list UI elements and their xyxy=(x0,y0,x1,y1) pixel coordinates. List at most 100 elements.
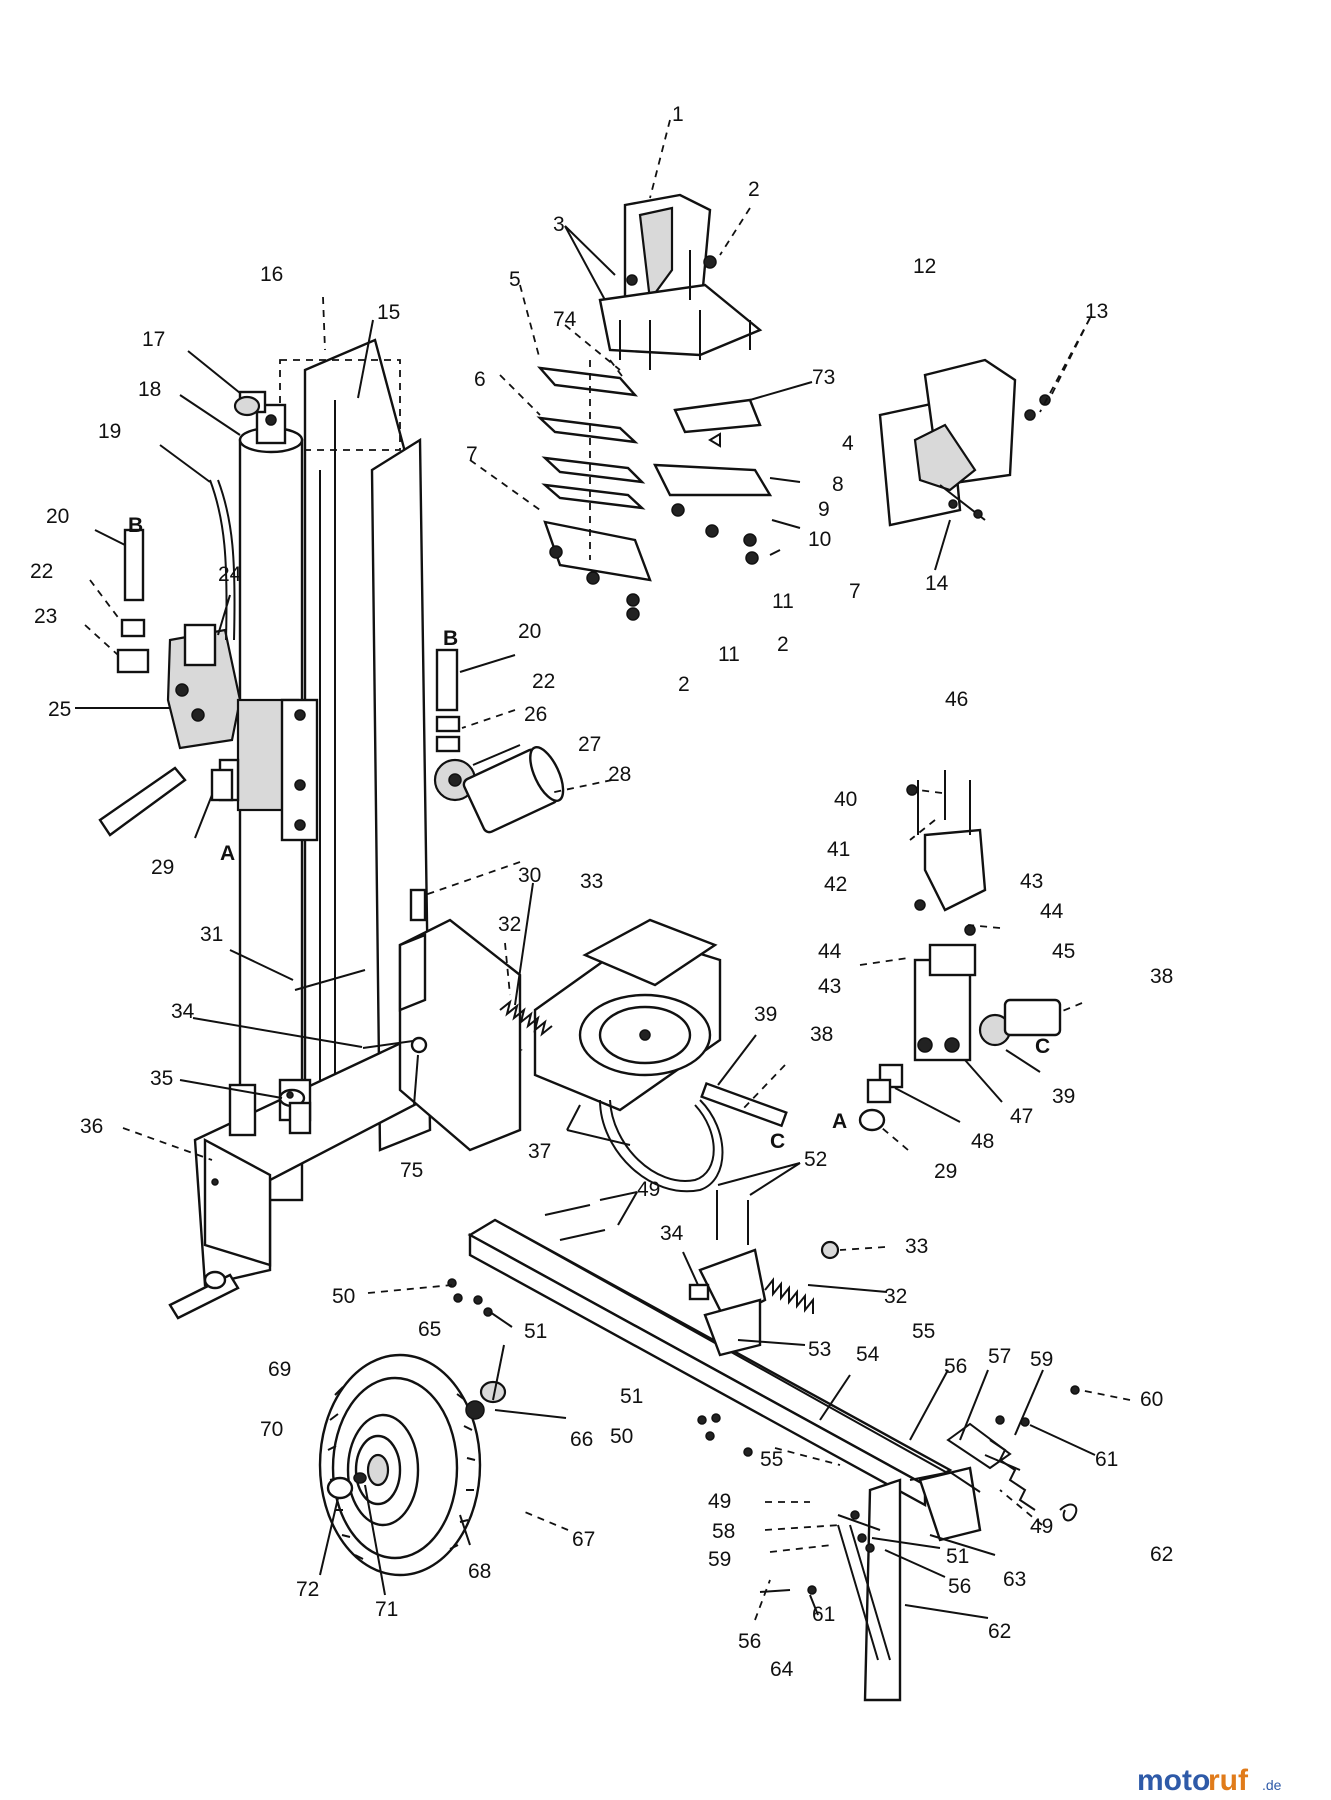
label-18: 18 xyxy=(138,378,161,401)
hose-c xyxy=(700,1081,788,1128)
label-49c: 49 xyxy=(1030,1515,1053,1538)
label-66: 66 xyxy=(570,1428,593,1451)
label-59b: 59 xyxy=(708,1548,731,1571)
label-27: 27 xyxy=(578,733,601,756)
label-44a: 44 xyxy=(1040,900,1064,923)
label-49a: 49 xyxy=(637,1178,660,1201)
label-50a: 50 xyxy=(332,1285,355,1308)
label-38b: 38 xyxy=(1150,965,1173,988)
letter-c-left: C xyxy=(770,1130,785,1153)
letter-c-right: C xyxy=(1035,1035,1050,1058)
label-16: 16 xyxy=(260,263,283,286)
watermark-orange: ruf xyxy=(1208,1764,1249,1797)
stripper-plates xyxy=(878,358,1051,527)
label-63: 63 xyxy=(1003,1568,1026,1591)
label-13: 13 xyxy=(1085,300,1108,323)
tongue-bolts xyxy=(447,1190,753,1457)
label-48: 48 xyxy=(971,1130,994,1153)
label-46: 46 xyxy=(945,688,968,711)
label-15: 15 xyxy=(377,301,400,324)
label-64: 64 xyxy=(770,1658,794,1681)
label-32b: 32 xyxy=(884,1285,907,1308)
label-30: 30 xyxy=(518,864,541,887)
label-70: 70 xyxy=(260,1418,283,1441)
label-75: 75 xyxy=(400,1159,423,1182)
slide-plates xyxy=(536,359,652,621)
label-17: 17 xyxy=(142,328,165,351)
label-39b: 39 xyxy=(1052,1085,1075,1108)
label-10: 10 xyxy=(808,528,831,551)
label-32a: 32 xyxy=(498,913,521,936)
label-73: 73 xyxy=(812,366,835,389)
part-number-labels: 1 2 3 5 74 6 7 73 4 8 9 10 7 11 11 2 2 1… xyxy=(30,103,1173,1681)
label-28: 28 xyxy=(608,763,631,786)
label-55a: 55 xyxy=(912,1320,935,1343)
letter-a-left: A xyxy=(220,842,235,865)
label-8: 8 xyxy=(832,473,844,496)
label-3: 3 xyxy=(553,213,565,236)
label-36: 36 xyxy=(80,1115,103,1138)
wedge-assembly xyxy=(598,193,763,370)
label-59a: 59 xyxy=(1030,1348,1053,1371)
label-9: 9 xyxy=(818,498,830,521)
label-44b: 44 xyxy=(818,940,842,963)
base-plate xyxy=(533,918,724,1193)
label-35: 35 xyxy=(150,1067,173,1090)
letter-b-left: B xyxy=(128,514,143,537)
label-71: 71 xyxy=(375,1598,398,1621)
filter-assembly xyxy=(433,648,565,834)
label-61b: 61 xyxy=(812,1603,835,1626)
label-2b: 2 xyxy=(777,633,789,656)
hoses-left xyxy=(116,528,234,802)
label-38a: 38 xyxy=(810,1023,833,1046)
letter-a-right: A xyxy=(832,1110,847,1133)
label-58: 58 xyxy=(712,1520,735,1543)
label-11b: 11 xyxy=(718,643,740,666)
leader-lines xyxy=(75,119,1131,1621)
label-53: 53 xyxy=(808,1338,831,1361)
label-7b: 7 xyxy=(849,580,861,603)
label-33a: 33 xyxy=(580,870,603,893)
label-54: 54 xyxy=(856,1343,880,1366)
base-frame xyxy=(168,918,523,1320)
label-47: 47 xyxy=(1010,1105,1033,1128)
rods-left xyxy=(288,888,428,1135)
label-22a: 22 xyxy=(30,560,53,583)
label-33b: 33 xyxy=(905,1235,928,1258)
label-57: 57 xyxy=(988,1345,1011,1368)
label-69: 69 xyxy=(268,1358,291,1381)
label-34b: 34 xyxy=(660,1222,684,1245)
label-56c: 56 xyxy=(738,1630,761,1653)
label-39a: 39 xyxy=(754,1003,777,1026)
label-26: 26 xyxy=(524,703,547,726)
label-51a: 51 xyxy=(524,1320,547,1343)
watermark-logo: moto ruf .de xyxy=(1137,1764,1282,1797)
label-61a: 61 xyxy=(1095,1448,1118,1471)
pump-assembly xyxy=(858,770,1062,1132)
label-65: 65 xyxy=(418,1318,441,1341)
label-34a: 34 xyxy=(171,1000,195,1023)
label-62a: 62 xyxy=(1150,1543,1173,1566)
label-43b: 43 xyxy=(818,975,841,998)
label-55b: 55 xyxy=(760,1448,783,1471)
label-1: 1 xyxy=(672,103,684,126)
label-43a: 43 xyxy=(1020,870,1043,893)
label-60: 60 xyxy=(1140,1388,1163,1411)
watermark-blue: moto xyxy=(1137,1764,1210,1797)
label-51c: 51 xyxy=(946,1545,969,1568)
label-12: 12 xyxy=(913,255,936,278)
label-41: 41 xyxy=(827,838,850,861)
label-5: 5 xyxy=(509,268,521,291)
label-67: 67 xyxy=(572,1528,595,1551)
label-2c: 2 xyxy=(678,673,690,696)
watermark-suffix: .de xyxy=(1262,1777,1282,1793)
label-37: 37 xyxy=(528,1140,551,1163)
label-56b: 56 xyxy=(948,1575,971,1598)
label-51b: 51 xyxy=(620,1385,643,1408)
label-50b: 50 xyxy=(610,1425,633,1448)
label-72: 72 xyxy=(296,1578,319,1601)
label-24: 24 xyxy=(218,563,242,586)
wheel xyxy=(318,1353,507,1577)
label-22b: 22 xyxy=(532,670,555,693)
label-11a: 11 xyxy=(772,590,794,613)
